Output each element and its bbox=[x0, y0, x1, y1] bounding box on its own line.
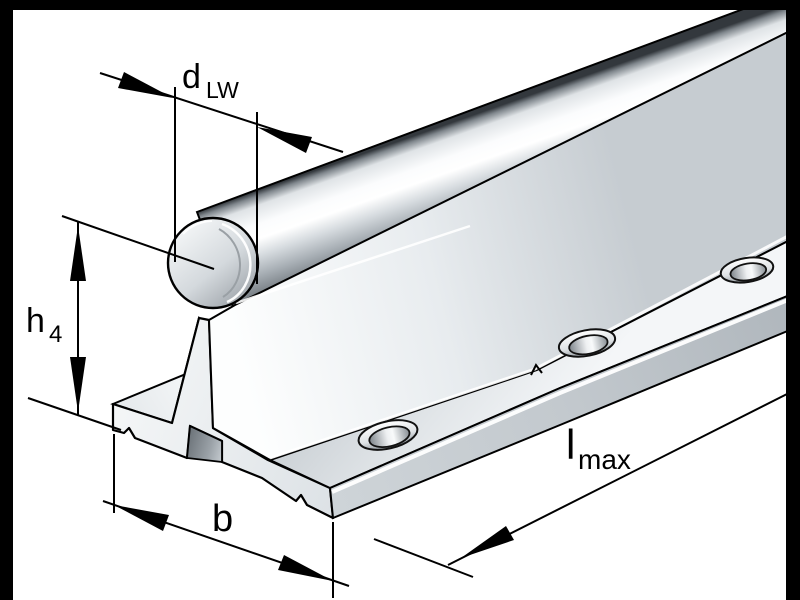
rail-underside-groove bbox=[186, 424, 223, 464]
mounting-hole bbox=[357, 419, 419, 451]
shaft-end-cap bbox=[166, 216, 260, 310]
label-length: l bbox=[566, 421, 575, 468]
shaft-web-highlight bbox=[235, 224, 471, 305]
frame-left bbox=[0, 0, 13, 600]
dim-length bbox=[373, 389, 796, 578]
mounting-hole bbox=[719, 256, 775, 284]
front-chamfer-highlight bbox=[331, 298, 789, 494]
label-height: h bbox=[26, 302, 45, 340]
label-shaft-diameter: d bbox=[182, 58, 201, 96]
label-height-sub: 4 bbox=[49, 321, 62, 348]
label-shaft-diameter-sub: LW bbox=[206, 77, 239, 103]
label-length-sub: max bbox=[578, 444, 631, 475]
dimension-lines bbox=[27, 72, 796, 598]
dim-height bbox=[27, 215, 215, 431]
alignment-notch-mark bbox=[530, 363, 543, 376]
frame-right bbox=[786, 0, 800, 600]
dim-shaft-diameter bbox=[99, 72, 344, 284]
frame-top bbox=[0, 0, 800, 10]
mounting-hole bbox=[557, 328, 617, 358]
dim-width bbox=[102, 434, 350, 598]
label-width: b bbox=[212, 498, 233, 540]
